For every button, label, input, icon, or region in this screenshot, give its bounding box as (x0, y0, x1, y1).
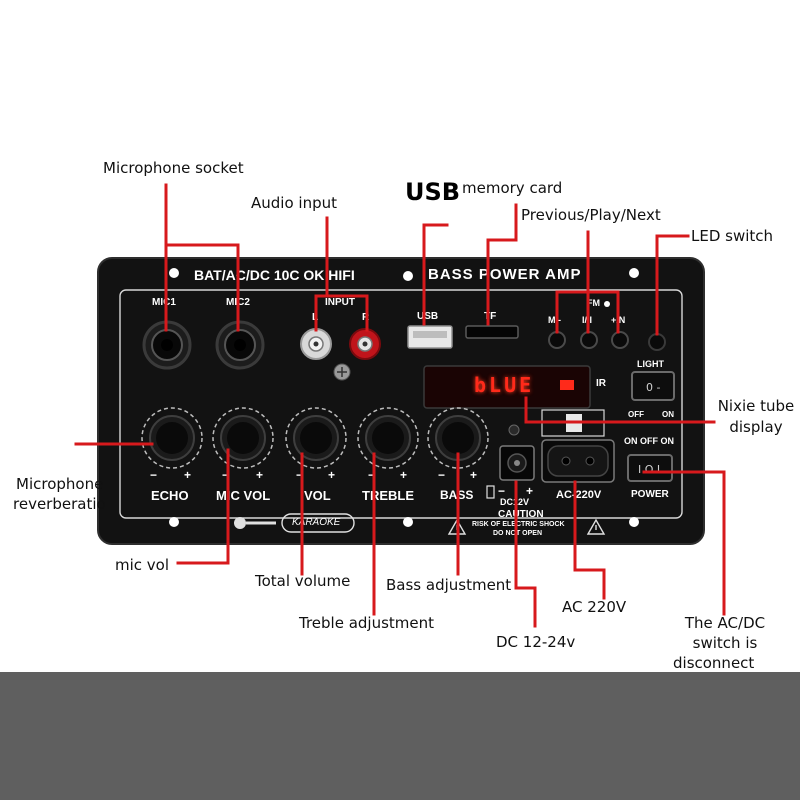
label-ac220v: AC-220V (556, 489, 602, 501)
caution-title: CAUTION (498, 509, 544, 520)
label-mic2: MIC2 (226, 297, 250, 308)
vol-knob[interactable] (285, 407, 347, 469)
board-title-left: BAT/AC/DC 10C OK HIFI (194, 267, 355, 283)
knob-plus: + (470, 468, 478, 482)
callout-mic-reverb-line1: Microphone (16, 475, 104, 493)
knob-plus: + (184, 468, 192, 482)
next-button[interactable] (611, 331, 629, 349)
knob-minus: − (438, 468, 446, 482)
knob-plus: + (328, 468, 336, 482)
mounting-hole (403, 517, 413, 527)
board-title-right: BASS POWER AMP (428, 266, 582, 283)
label-input-r: R (362, 312, 370, 323)
label-light-on: ON (662, 410, 674, 419)
label-fm: FM (587, 298, 600, 308)
callout-bass-adjustment: Bass adjustment (386, 576, 512, 594)
label-treble: TREBLE (362, 488, 414, 503)
battery-icon (486, 485, 495, 499)
knob-minus: − (368, 468, 376, 482)
callout-acdc-line1: The AC/DC (684, 614, 766, 632)
light-rocker-switch[interactable]: 0 - (631, 371, 675, 401)
label-mic1: MIC1 (152, 297, 176, 308)
knob-plus: + (400, 468, 408, 482)
mounting-hole (169, 268, 179, 278)
label-play: I/II (582, 315, 593, 325)
callout-total-volume: Total volume (255, 572, 351, 590)
label-light: LIGHT (637, 359, 664, 369)
power-rocker-switch[interactable]: I O I (627, 454, 673, 482)
label-on-off-on: ON OFF ON (624, 436, 674, 446)
play-pause-button[interactable] (580, 331, 598, 349)
dc-plus: + (526, 484, 534, 498)
label-usb: USB (417, 311, 439, 322)
karaoke-badge (281, 513, 355, 533)
label-bass: BASS (440, 488, 474, 502)
callout-acdc-line2: switch is (692, 634, 758, 652)
callout-mic-vol: mic vol (115, 556, 170, 574)
mic-vol-knob[interactable] (212, 407, 274, 469)
callout-memory-card: memory card (462, 179, 563, 197)
small-screw (508, 424, 520, 436)
caution-line1: RISK OF ELECTRIC SHOCK (472, 521, 565, 528)
callout-treble-adjustment: Treble adjustment (299, 614, 435, 632)
dc-power-jack[interactable] (499, 445, 535, 481)
label-ir: IR (596, 378, 606, 389)
label-tf: TF (484, 311, 497, 322)
callout-nixie-line2: display (729, 418, 783, 436)
mounting-hole (629, 517, 639, 527)
knob-minus: − (222, 468, 230, 482)
callout-led-switch: LED switch (691, 227, 774, 245)
rca-input-left[interactable] (300, 328, 332, 360)
microphone-icon (234, 517, 276, 529)
mic1-socket[interactable] (142, 320, 192, 370)
svg-text:0 -: 0 - (646, 381, 660, 394)
callout-audio-input: Audio input (251, 194, 337, 212)
label-prev: M/- (548, 315, 561, 325)
label-light-off: OFF (628, 410, 644, 419)
display-readout: bLUE (474, 373, 535, 397)
ac-power-socket[interactable] (541, 439, 615, 483)
callout-microphone-socket: Microphone socket (103, 159, 244, 177)
label-mic-vol: MIC VOL (216, 488, 271, 503)
rca-input-right[interactable] (349, 328, 381, 360)
mounting-hole (629, 268, 639, 278)
treble-knob[interactable] (357, 407, 419, 469)
label-input: INPUT (325, 297, 355, 308)
mounting-hole (403, 271, 413, 281)
knob-plus: + (256, 468, 264, 482)
bottom-band (0, 672, 800, 800)
callout-prev-play-next: Previous/Play/Next (521, 206, 661, 224)
screw (333, 363, 351, 381)
tf-card-slot[interactable] (465, 325, 519, 339)
usb-port[interactable] (407, 325, 453, 349)
caution-line2: DO NOT OPEN (493, 530, 543, 537)
mounting-hole (169, 517, 179, 527)
label-echo: ECHO (151, 488, 189, 503)
karaoke-label: KARAOKE (292, 517, 341, 528)
label-vol: VOL (304, 488, 331, 503)
label-input-l: L (312, 312, 319, 323)
mic2-socket[interactable] (215, 320, 265, 370)
callout-ac-220v: AC 220V (562, 598, 627, 616)
callout-usb: USB (405, 178, 461, 206)
callout-acdc-line3: disconnect (673, 654, 755, 672)
label-power: POWER (631, 489, 669, 500)
svg-text:I O I: I O I (638, 463, 660, 476)
knob-minus: − (150, 468, 158, 482)
prev-button[interactable] (548, 331, 566, 349)
label-next: +/N (611, 315, 626, 325)
knob-minus: − (296, 468, 304, 482)
label-dc12v: DC12V (500, 497, 530, 507)
fm-indicator-dot (604, 301, 610, 307)
dc-minus: − (498, 484, 506, 498)
callout-mic-reverb-line2: reverberatio (13, 495, 106, 513)
led-switch-knob[interactable] (648, 333, 666, 351)
callout-dc-12-24v: DC 12-24v (496, 633, 576, 651)
callout-nixie-line1: Nixie tube (717, 397, 795, 415)
